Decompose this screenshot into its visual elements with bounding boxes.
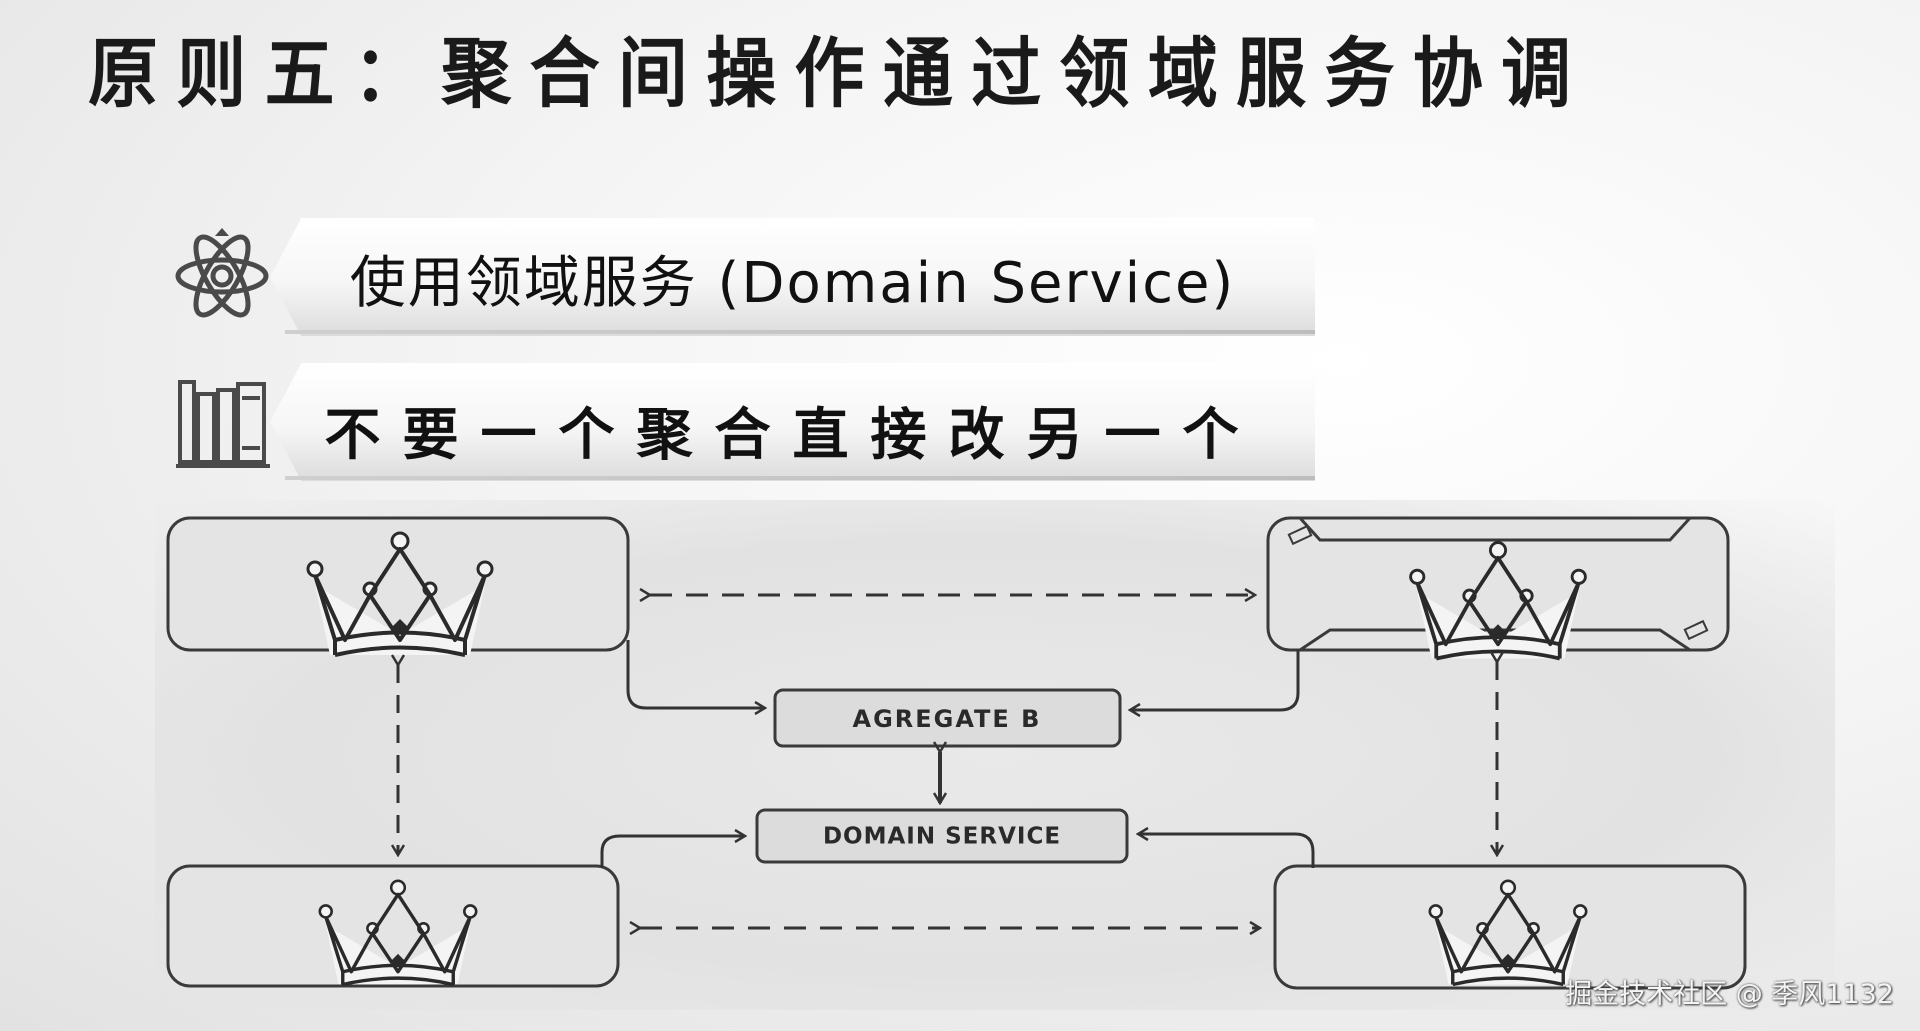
aggregate-box-top-left — [166, 516, 630, 657]
bar-1-edge — [285, 330, 1315, 334]
bar-1-text: 使用领域服务 (Domain Service) — [349, 251, 1236, 316]
connector-br-to-service — [1138, 834, 1315, 868]
domain-service-box: DOMAIN SERVICE — [755, 808, 1129, 864]
aggregate-box-bottom-left — [166, 864, 620, 988]
bar-no-direct-modify — [270, 363, 1315, 481]
bar-use-domain-service — [270, 218, 1315, 336]
connector-bl-to-service — [600, 836, 745, 868]
atom-icon — [175, 228, 269, 318]
watermark: 掘金技术社区 @ 季风1132 — [1565, 979, 1894, 1010]
bar-2-text: 不要一个聚合直接改另一个 — [324, 403, 1261, 468]
connector-tr-to-agregate — [1130, 650, 1300, 710]
aggregate-box-top-right — [1266, 516, 1730, 661]
agregate-b-label: AGREGATE B — [853, 705, 1042, 733]
agregate-b-box: AGREGATE B — [773, 688, 1122, 748]
slide-title: 原则五：聚合间操作通过领域服务协调 — [88, 29, 1590, 118]
connector-tl-to-agregate — [626, 640, 765, 708]
bookshelf-icon — [176, 380, 270, 468]
aggregate-box-bottom-right — [1273, 864, 1747, 990]
domain-service-label: DOMAIN SERVICE — [823, 824, 1061, 850]
bar-2-edge — [285, 476, 1315, 480]
